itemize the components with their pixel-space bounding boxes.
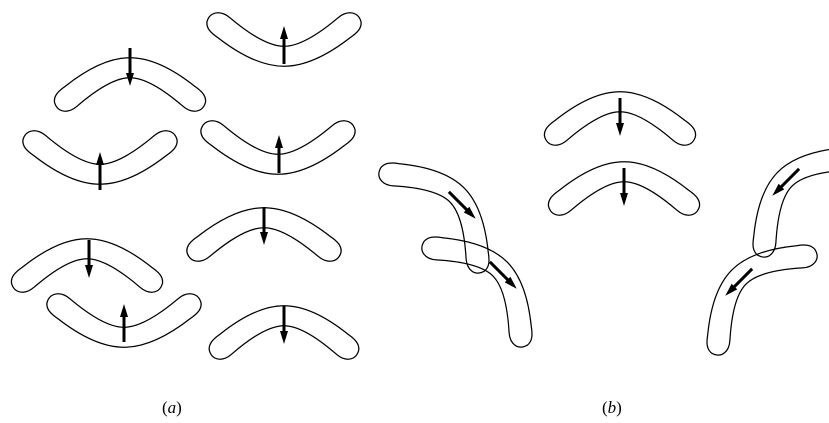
boomerang-b6 — [680, 218, 821, 359]
polarity-arrow-a2 — [280, 26, 288, 64]
panel-b-caption: (b) — [602, 398, 622, 418]
panel-a — [11, 13, 361, 359]
polarity-arrow-b2 — [620, 168, 628, 206]
boomerang-b4 — [417, 210, 558, 351]
boomerang-b3 — [374, 136, 515, 277]
polarity-arrow-a8 — [280, 306, 288, 344]
polarity-arrow-a6 — [260, 207, 268, 245]
polarity-arrow-b1 — [616, 98, 624, 136]
polarity-arrow-b6 — [722, 266, 755, 299]
polarity-arrow-a7 — [120, 304, 128, 342]
panel-b — [374, 92, 829, 360]
panel-a-caption: (a) — [162, 398, 182, 418]
polarity-arrow-a1 — [126, 48, 134, 86]
polarity-arrow-b3 — [446, 189, 479, 222]
